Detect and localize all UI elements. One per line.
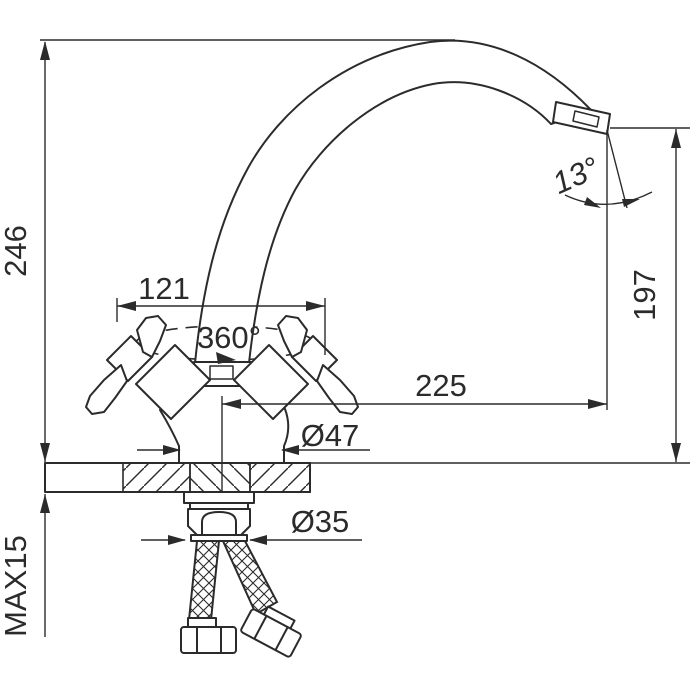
dim-text-35: Ø35 bbox=[291, 504, 350, 539]
dim-max-thickness: MAX15 bbox=[0, 494, 50, 637]
dim-text-197: 197 bbox=[627, 269, 662, 321]
dim-text-121: 121 bbox=[138, 271, 190, 306]
right-hose bbox=[221, 540, 302, 658]
faucet-outline bbox=[85, 39, 611, 464]
dim-body-width: 121 bbox=[116, 271, 326, 355]
countertop bbox=[44, 462, 690, 493]
column-notch bbox=[209, 365, 234, 380]
dim-spout-height: 197 bbox=[610, 127, 690, 462]
supply-hoses bbox=[180, 540, 302, 658]
aerator-inset bbox=[572, 110, 600, 128]
dim-spout-reach: 225 bbox=[221, 368, 607, 492]
left-handle bbox=[85, 315, 211, 420]
dim-base-diameter: Ø47 bbox=[137, 418, 370, 455]
dim-text-13: 13° bbox=[547, 150, 604, 201]
dim-overall-height: 246 bbox=[0, 39, 455, 462]
mounting-hardware bbox=[183, 491, 255, 542]
dim-swivel: 360° bbox=[197, 320, 261, 364]
dim-text-225: 225 bbox=[415, 368, 467, 403]
dim-text-47: Ø47 bbox=[301, 418, 360, 453]
dim-text-246: 246 bbox=[0, 225, 33, 277]
dim-text-max15: MAX15 bbox=[0, 535, 33, 637]
spout-tube bbox=[194, 39, 592, 364]
dim-text-360: 360° bbox=[197, 320, 261, 355]
left-hose bbox=[180, 540, 237, 654]
dim-shank-diameter: Ø35 bbox=[141, 504, 362, 545]
right-handle bbox=[233, 315, 359, 420]
